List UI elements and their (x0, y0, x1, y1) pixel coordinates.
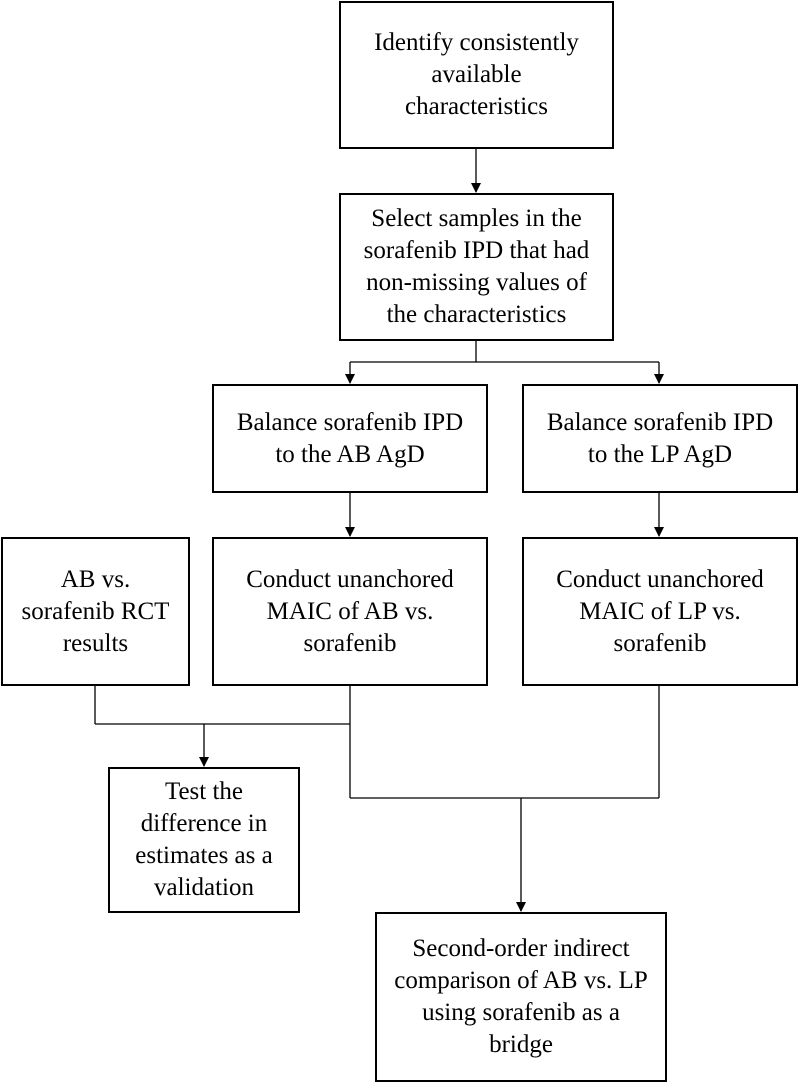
node-maic-ab-text: Conduct unanchored MAIC of AB vs. sorafe… (246, 565, 454, 657)
node-test: Test the difference in estimates as a va… (108, 767, 300, 913)
node-second-order: Second-order indirect comparison of AB v… (375, 912, 667, 1082)
node-maic-ab: Conduct unanchored MAIC of AB vs. sorafe… (212, 537, 488, 686)
node-maic-lp: Conduct unanchored MAIC of LP vs. sorafe… (522, 537, 798, 686)
node-identify: Identify consistently available characte… (339, 1, 614, 149)
node-select-text: Select samples in the sorafenib IPD that… (363, 205, 590, 328)
node-balance-ab-text: Balance sorafenib IPD to the AB AgD (236, 408, 464, 468)
node-second-order-text: Second-order indirect comparison of AB v… (394, 935, 648, 1058)
node-rct-text: AB vs. sorafenib RCT results (21, 565, 170, 657)
node-maic-lp-text: Conduct unanchored MAIC of LP vs. sorafe… (556, 565, 764, 657)
node-select: Select samples in the sorafenib IPD that… (339, 193, 614, 341)
node-balance-lp-text: Balance sorafenib IPD to the LP AgD (546, 408, 774, 468)
node-identify-text: Identify consistently available characte… (374, 29, 579, 120)
node-balance-ab: Balance sorafenib IPD to the AB AgD (212, 384, 488, 493)
node-test-text: Test the difference in estimates as a va… (135, 778, 273, 901)
node-rct: AB vs. sorafenib RCT results (1, 537, 190, 686)
node-balance-lp: Balance sorafenib IPD to the LP AgD (522, 384, 798, 493)
